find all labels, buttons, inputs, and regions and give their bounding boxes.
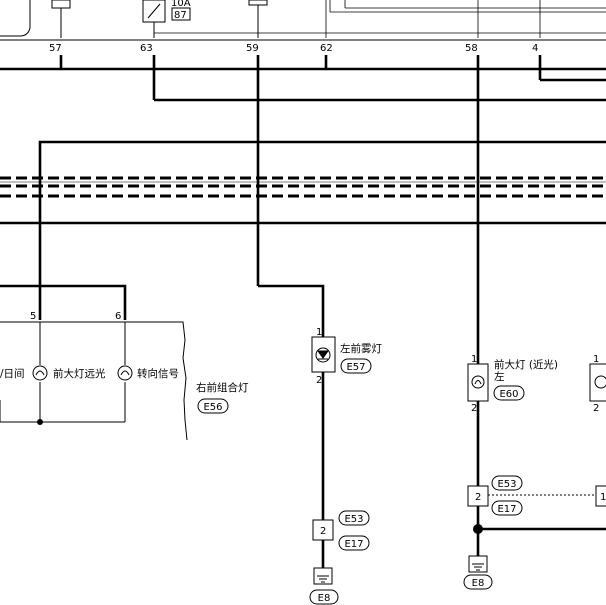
- ground-icon: [313, 567, 333, 585]
- svg-text:E53: E53: [344, 514, 363, 525]
- headlamp-pin-2: 2: [471, 403, 477, 414]
- ground-icon: [468, 555, 488, 573]
- connector-badge-e8: E8: [463, 574, 493, 590]
- shield-band: [0, 176, 606, 198]
- svg-text:E17: E17: [344, 539, 363, 550]
- connector-badge-e60: E60: [493, 385, 525, 401]
- svg-text:1: 1: [600, 492, 606, 503]
- splice-dot: [473, 524, 483, 534]
- pin-59: 59: [246, 43, 259, 54]
- fog-junction-connector: 2: [312, 519, 334, 541]
- svg-text:E53: E53: [497, 479, 516, 490]
- connector-badge-e17: E17: [338, 535, 370, 551]
- headlamp-low-name: 前大灯 (近光): [494, 358, 558, 371]
- headlamp-right-pin-2: 2: [593, 403, 599, 414]
- svg-text:E17: E17: [497, 504, 516, 515]
- svg-text:2: 2: [475, 492, 481, 503]
- turn-signal-label: 转向信号: [137, 367, 179, 380]
- pin-58: 58: [465, 43, 478, 54]
- headlamp-low-box: [467, 363, 489, 402]
- relay-pin-label: 87: [174, 10, 187, 21]
- daytime-label: /日间: [0, 367, 25, 380]
- pin-6: 6: [115, 311, 121, 322]
- svg-text:E57: E57: [346, 362, 365, 373]
- headlamp-high-label: 前大灯远光: [53, 367, 106, 380]
- fog-pin-2: 2: [316, 375, 322, 386]
- top-connector-area: [0, 0, 606, 41]
- svg-text:E56: E56: [203, 402, 222, 413]
- pin-63: 63: [140, 43, 153, 54]
- connector-badge-e57: E57: [340, 358, 372, 374]
- connector-badge-e8: E8: [309, 589, 339, 605]
- fog-pin-1: 1: [316, 327, 322, 338]
- splice-dot: [37, 419, 43, 425]
- bulb-icon: [117, 365, 133, 381]
- headlamp-junction-connector-right: 1: [595, 485, 606, 507]
- headlamp-pin-1: 1: [471, 354, 477, 365]
- fog-lamp-icon: [315, 347, 331, 363]
- headlamp-junction-connector: 2: [467, 485, 489, 507]
- fog-lamp-name: 左前雾灯: [340, 342, 382, 355]
- fuse-rating: 10A: [171, 0, 191, 9]
- svg-text:E60: E60: [499, 389, 518, 400]
- svg-text:E8: E8: [318, 593, 331, 604]
- connector-badge-e53: E53: [338, 510, 370, 526]
- connector-badge-e53: E53: [491, 475, 523, 491]
- pin-62: 62: [320, 43, 333, 54]
- pin-4: 4: [532, 43, 538, 54]
- svg-text:2: 2: [320, 526, 326, 537]
- connector-badge-e56: E56: [197, 398, 229, 414]
- pin-57: 57: [49, 43, 62, 54]
- headlamp-right-box: [589, 363, 606, 402]
- bulb-icon: [471, 375, 485, 389]
- pin-5: 5: [30, 311, 36, 322]
- combination-lamp-box: [0, 321, 188, 441]
- svg-text:E8: E8: [472, 578, 485, 589]
- combination-lamp-name: 右前组合灯: [196, 381, 249, 394]
- headlamp-low-side: 左: [494, 370, 505, 383]
- headlamp-right-pin-1: 1: [593, 354, 599, 365]
- bulb-icon: [32, 365, 48, 381]
- wires: [0, 55, 606, 568]
- connector-badge-e17: E17: [491, 500, 523, 516]
